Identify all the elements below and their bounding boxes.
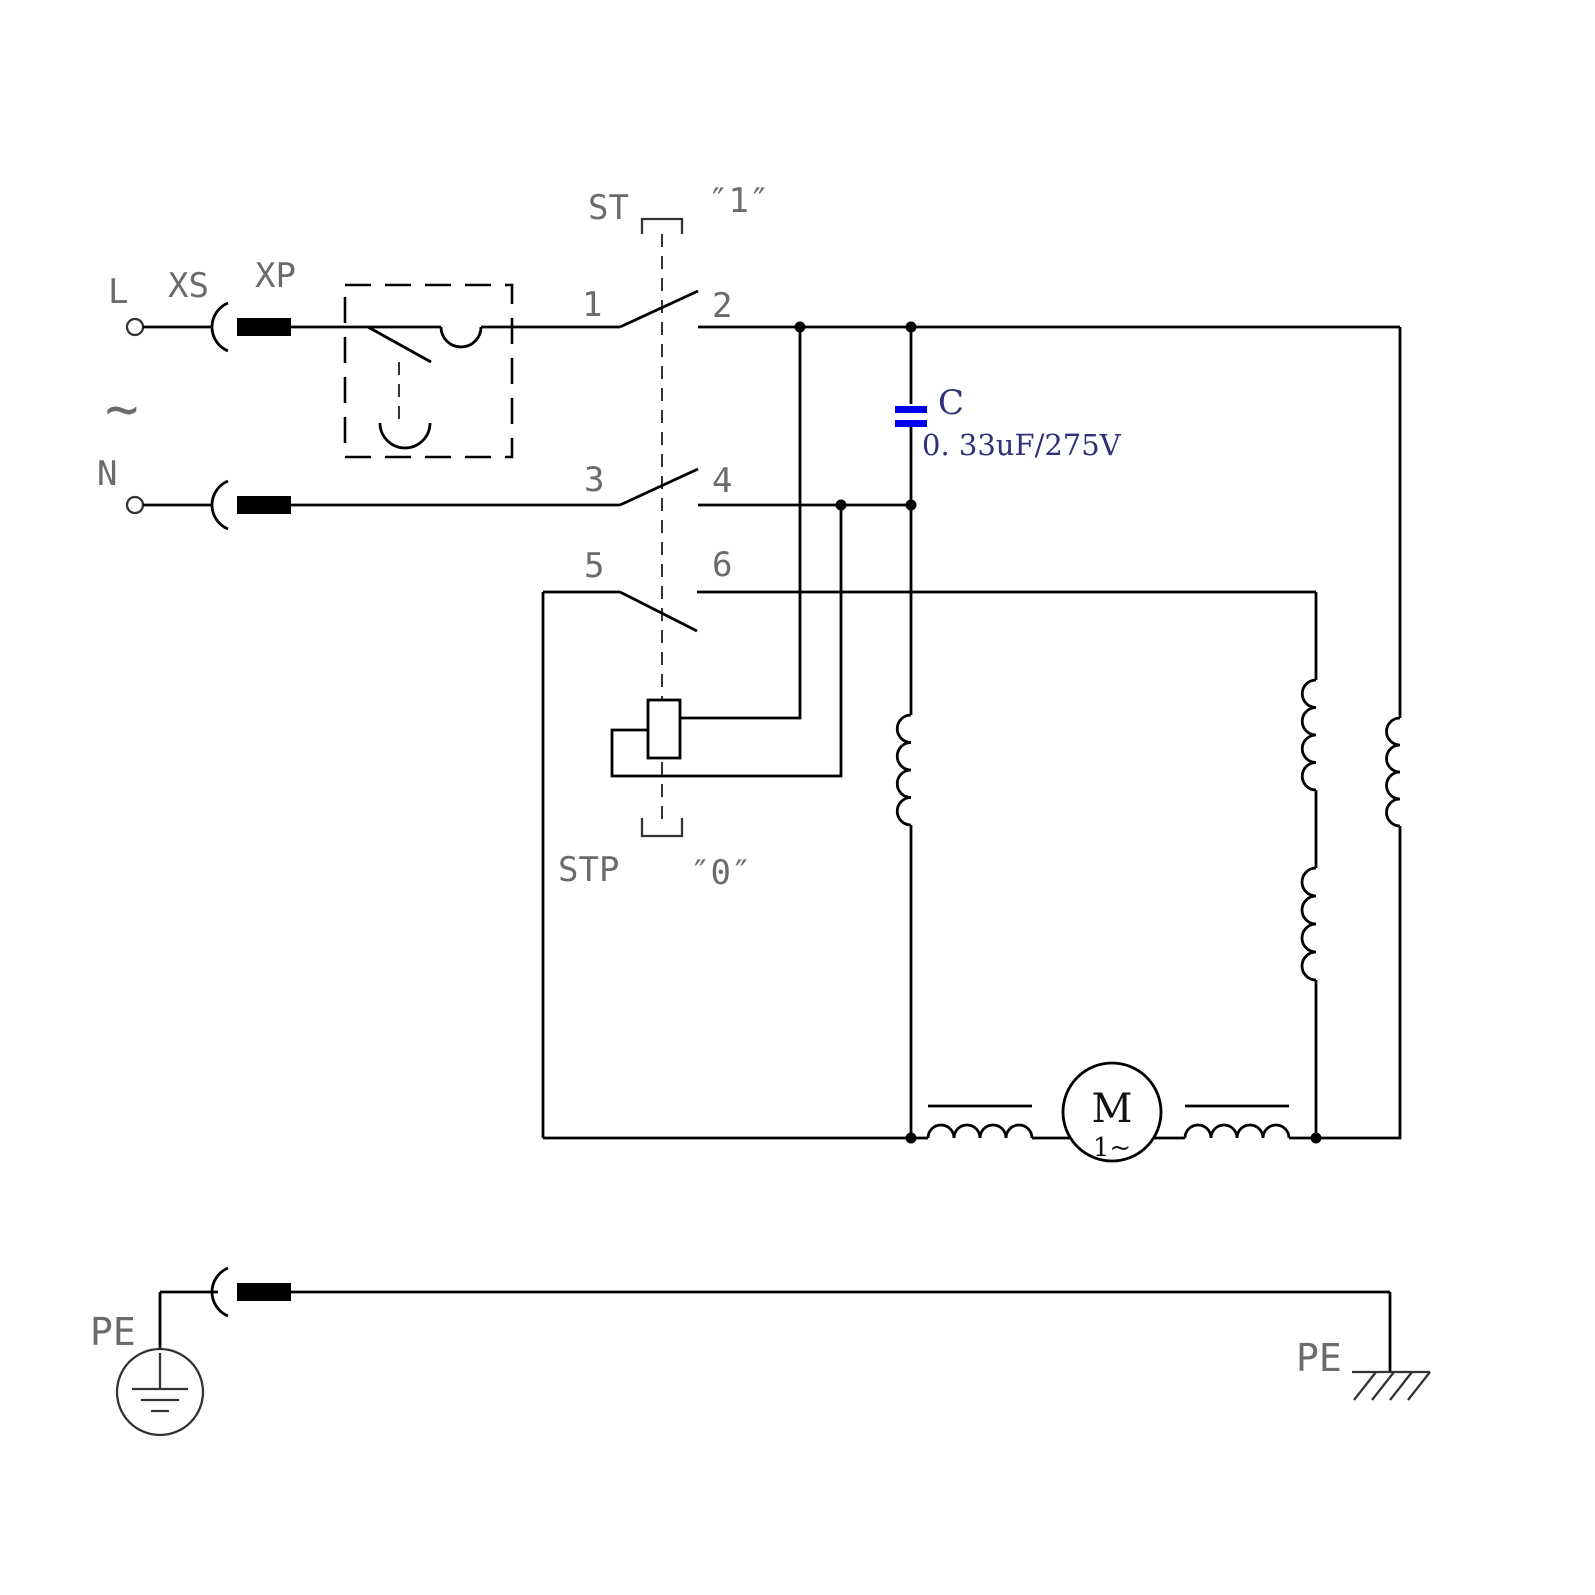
contact-number: 5 [584,546,604,586]
pe-label-right: PE [1296,1336,1342,1380]
interlock-box [343,283,620,459]
start-button-actuator [640,217,684,234]
bimetal-arc [378,422,432,450]
plug-socket-connector-neutral [210,479,620,531]
junction-dot [905,321,917,333]
switch-blade [619,467,699,507]
labels: L XS XP ~ N ST ″1″ 1 2 3 4 5 6 STP ″0″ C… [90,181,1342,1380]
switch-blade [367,325,432,364]
plug-label: XP [255,256,296,296]
capacitor-plate [895,420,927,427]
plug-pin [237,318,291,336]
neutral-label: N [97,454,117,494]
junction-dot [905,1132,917,1144]
junction-dot [794,321,806,333]
motor-symbol [1061,1061,1163,1163]
plug-pin [237,496,291,514]
protective-earth [115,1266,1431,1437]
contact-5-6 [541,590,1316,1140]
earth-symbol-circled [115,1347,205,1437]
switch-blade [619,590,698,633]
contact-3-4 [619,467,911,507]
switch-blade [619,289,699,329]
motor-letter: M [1092,1086,1133,1132]
junction-dot [835,499,847,511]
earth-circle [115,1347,205,1437]
capacitor-value: 0. 33uF/275V [922,428,1122,462]
stop-button-actuator [640,818,684,838]
pe-label-left: PE [90,1310,136,1354]
socket-label: XS [168,266,209,306]
contact-number: 3 [584,460,604,500]
relay-coil [646,698,682,760]
contact-1-2 [619,289,1400,329]
junctions [794,321,1322,1144]
ground-hatch [1353,1371,1377,1401]
contact-number: 2 [712,286,732,326]
ac-symbol: ~ [105,377,139,442]
neutral-terminal [125,495,145,515]
winding-coil [1300,866,1317,982]
motor-phase-label: 1~ [1093,1133,1131,1163]
contact-number: 4 [712,461,732,501]
mains-input [125,317,212,515]
dashed-enclosure [343,283,514,459]
winding-coil [1300,678,1317,792]
motor-windings [895,327,1402,1140]
field-winding [926,1123,1034,1139]
start-position-label: ″1″ [708,181,769,221]
socket-contact-arc [210,301,229,353]
ground-hatch [1407,1371,1431,1401]
capacitor-label: C [938,383,964,423]
contact-number: 1 [582,285,602,325]
heater-arc [439,326,483,349]
junction-dot [1310,1132,1322,1144]
line-label: L [108,272,128,312]
capacitor-plate [895,406,927,413]
coil-feed-wire [680,327,802,720]
suppression-capacitor [895,327,927,715]
plug-socket-connector-line [210,301,441,353]
relay-coil-branch [610,327,843,778]
contact-number: 6 [712,545,732,585]
socket-contact-arc [210,1266,229,1318]
earth-symbol-chassis [1352,1370,1431,1401]
winding-coil [895,713,912,827]
ground-hatch [1371,1371,1395,1401]
field-winding [1183,1123,1291,1139]
start-switch-label: ST [588,188,629,228]
coil-return-wire [610,505,843,778]
socket-contact-arc [210,479,229,531]
ground-hatch [1389,1371,1413,1401]
stop-position-label: ″0″ [690,853,751,893]
junction-dot [905,499,917,511]
motor: M 1~ [911,1061,1316,1163]
right-rail [1316,826,1402,1140]
line-terminal [125,317,145,337]
winding-coil [1385,716,1401,828]
plug-pin [237,1283,291,1301]
stop-switch-label: STP [558,850,619,890]
